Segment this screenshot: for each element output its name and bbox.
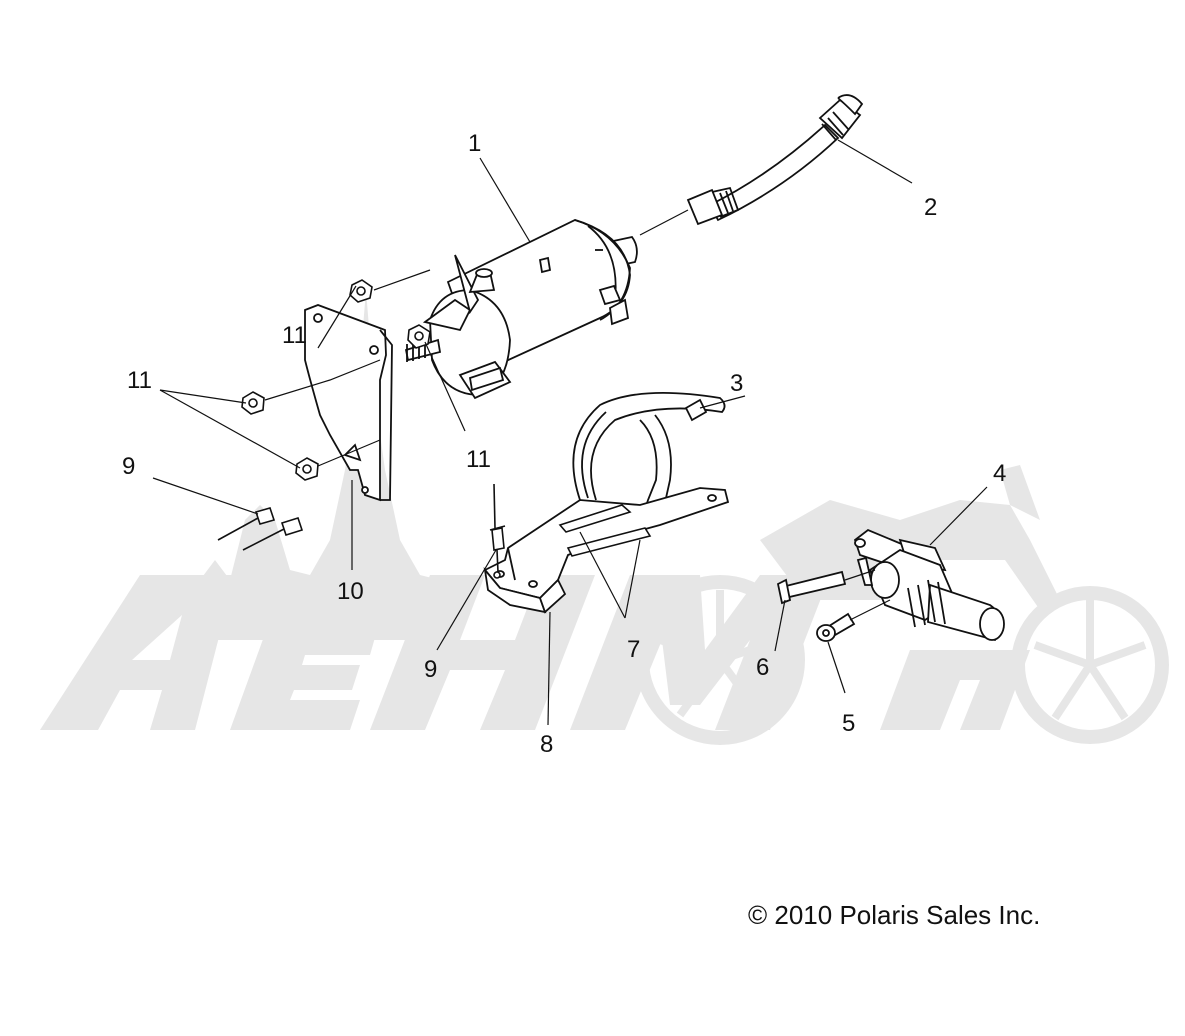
solenoid: [853, 528, 1005, 642]
nut-c: [241, 391, 265, 415]
callout-3: 3: [730, 370, 744, 397]
callout-8: 8: [540, 731, 554, 758]
screw-5: [816, 612, 856, 642]
nut-a: [349, 279, 373, 303]
screw-6: [776, 570, 847, 605]
mounting-plate: [304, 304, 393, 502]
callout-6: 6: [756, 654, 770, 681]
callout-2: 2: [924, 194, 938, 221]
nut-d: [295, 457, 319, 481]
callout-9-center: 9: [424, 656, 438, 683]
cable: [686, 94, 864, 226]
callout-10: 10: [337, 578, 364, 605]
assembly-lines: [264, 209, 891, 621]
callout-11-top: 11: [282, 322, 307, 349]
callout-11-left: 11: [127, 367, 152, 394]
callout-4: 4: [993, 460, 1007, 487]
callout-1: 1: [468, 130, 482, 157]
clip-9b: [489, 483, 506, 579]
retaining-strap: [572, 391, 726, 526]
copyright-notice: © 2010 Polaris Sales Inc.: [748, 900, 1041, 930]
clip-9a: [217, 507, 304, 551]
callout-9-left: 9: [122, 453, 136, 480]
starter-motor: [404, 219, 638, 400]
callout-7: 7: [627, 636, 641, 663]
callout-5: 5: [842, 710, 856, 737]
callout-11-right: 11: [466, 446, 491, 473]
leader-lines: [152, 139, 988, 726]
